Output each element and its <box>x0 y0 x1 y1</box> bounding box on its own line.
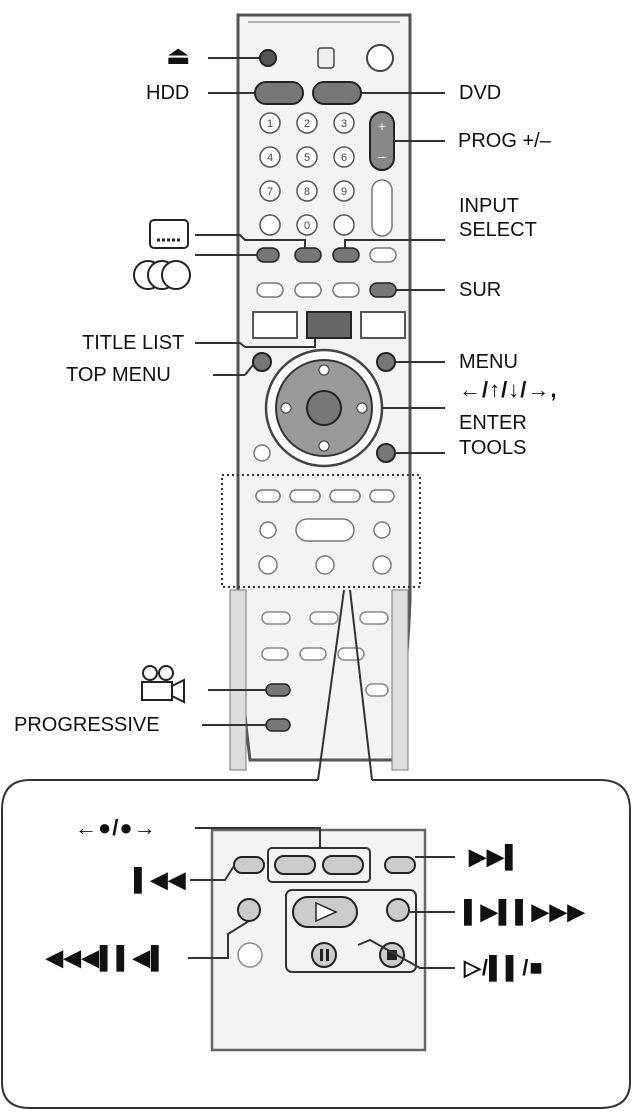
menu-label: MENU <box>459 351 518 373</box>
input-select-button[interactable] <box>332 247 360 263</box>
angle-button[interactable] <box>265 683 291 697</box>
menu-button[interactable] <box>376 352 396 372</box>
prev-button[interactable] <box>233 856 265 874</box>
svg-text:9: 9 <box>341 186 347 198</box>
svg-text:7: 7 <box>267 186 273 198</box>
progressive-button[interactable] <box>265 718 291 732</box>
dpad[interactable] <box>264 348 384 468</box>
number-pad: 1 2 3 4 5 6 7 8 9 0 <box>259 112 355 236</box>
eject-label: ⏏ <box>166 40 191 70</box>
audio-icon <box>133 260 191 290</box>
rewind-group-label: ◀◀◀▌▌◀▌ <box>46 945 168 970</box>
svg-text:2: 2 <box>304 118 310 130</box>
top-menu-button[interactable] <box>252 352 272 372</box>
next-label: ▶▶▌ <box>469 844 522 869</box>
arrows-label: ←/↑/↓/→, <box>459 377 558 402</box>
second-rocker[interactable] <box>371 179 393 237</box>
sur-label: SUR <box>459 279 502 301</box>
progressive-label: PROGRESSIVE <box>14 714 160 736</box>
audio-button[interactable] <box>256 247 280 263</box>
svg-text:0: 0 <box>304 220 310 232</box>
next-button[interactable] <box>384 856 416 874</box>
svg-text:3: 3 <box>341 118 347 130</box>
camera-angle-icon <box>141 665 185 704</box>
tools-button[interactable] <box>376 443 396 463</box>
pause-button[interactable] <box>311 942 337 968</box>
forward-group-label: ▌▶▌▌▶▶▶ <box>464 899 586 924</box>
sur-button[interactable] <box>369 282 397 298</box>
enter-button <box>306 390 342 426</box>
power-button[interactable] <box>366 44 394 72</box>
svg-text:4: 4 <box>267 152 273 164</box>
hdd-button[interactable] <box>254 81 304 105</box>
dvd-label: DVD <box>459 82 502 104</box>
title-list-button[interactable] <box>306 311 352 339</box>
replay-advance-label: ←●/●→ <box>75 815 157 840</box>
svg-text:+: + <box>378 118 386 134</box>
svg-text:–: – <box>378 148 386 164</box>
forward-button[interactable] <box>386 898 410 922</box>
svg-text:6: 6 <box>341 152 347 164</box>
prev-label: ▌◀◀ <box>134 867 187 892</box>
rewind-button[interactable] <box>237 898 261 922</box>
prog-label: PROG +/– <box>458 130 551 152</box>
callout-lines <box>195 57 445 726</box>
input-select-label-line1: INPUT <box>459 195 519 217</box>
eject-button[interactable] <box>259 49 277 67</box>
replay-button[interactable] <box>274 855 316 875</box>
dvd-button[interactable] <box>312 81 362 105</box>
advance-button[interactable] <box>322 855 364 875</box>
input-select-label-line2: SELECT <box>459 219 537 241</box>
slot-button[interactable] <box>317 47 335 69</box>
svg-text:8: 8 <box>304 186 310 198</box>
play-pause-stop-label: ▷/▌▌/■ <box>464 955 544 980</box>
hdd-label: HDD <box>146 82 190 104</box>
enter-label: ENTER <box>459 412 527 434</box>
subtitle-icon <box>149 219 189 249</box>
top-menu-label: TOP MENU <box>66 364 171 386</box>
detail-remote <box>210 828 427 1052</box>
title-list-label: TITLE LIST <box>82 332 185 354</box>
subtitle-button[interactable] <box>294 247 322 263</box>
svg-text:5: 5 <box>304 152 310 164</box>
tools-label: TOOLS <box>459 437 527 459</box>
svg-text:1: 1 <box>267 118 273 130</box>
